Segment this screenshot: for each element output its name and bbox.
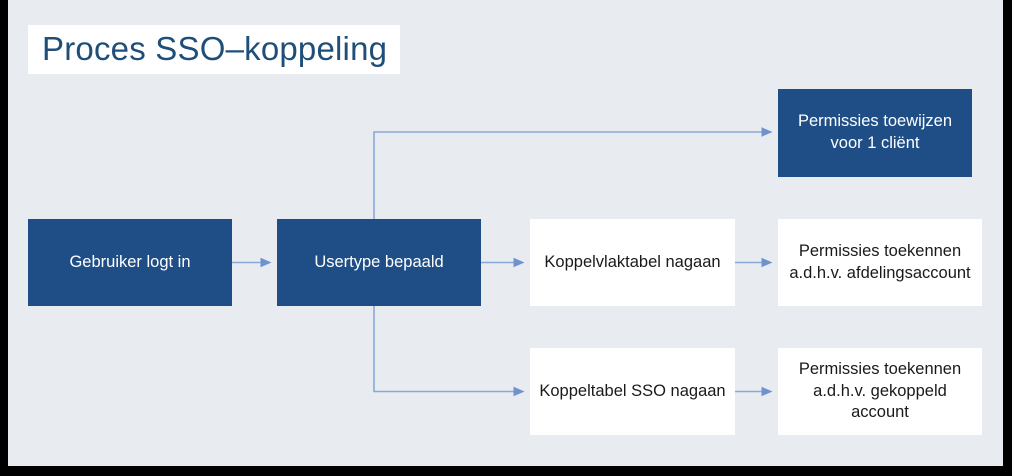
node-label: Gebruiker logt in [69, 252, 191, 271]
edge-usertype-to-permissies-client [373, 127, 773, 219]
node-label: Permissies toekennen a.d.h.v. afdelingsa… [789, 241, 971, 282]
node-permissies-toekennen-afdelingsaccount[interactable]: Permissies toekennen a.d.h.v. afdelingsa… [778, 219, 982, 306]
node-label: Permissies toewijzen voor 1 cliënt [797, 112, 953, 152]
node-permissies-toewijzen-voor-1-client[interactable]: Permissies toewijzen voor 1 cliënt [778, 89, 972, 177]
page-title: Proces SSO–koppeling [42, 30, 388, 67]
node-usertype-bepaald[interactable]: Usertype bepaald [277, 219, 481, 306]
node-koppeltabel-sso-nagaan[interactable]: Koppeltabel SSO nagaan [530, 348, 735, 435]
node-koppelvlaktabel-nagaan[interactable]: Koppelvlaktabel nagaan [530, 219, 735, 306]
edge-usertype-to-koppeltabel [373, 306, 525, 397]
node-permissies-toekennen-gekoppeld-account[interactable]: Permissies toekennen a.d.h.v. gekoppeld … [778, 348, 982, 435]
node-label: Koppeltabel SSO nagaan [539, 381, 726, 400]
node-label: Permissies toekennen a.d.h.v. gekoppeld … [798, 359, 962, 422]
node-label: Koppelvlaktabel nagaan [544, 252, 721, 271]
node-gebruiker-logt-in[interactable]: Gebruiker logt in [28, 219, 232, 306]
slide-canvas: Proces SSO–koppeling Gebruiker log [8, 0, 1003, 466]
title-background-band [28, 25, 400, 74]
node-label: Usertype bepaald [314, 252, 444, 271]
